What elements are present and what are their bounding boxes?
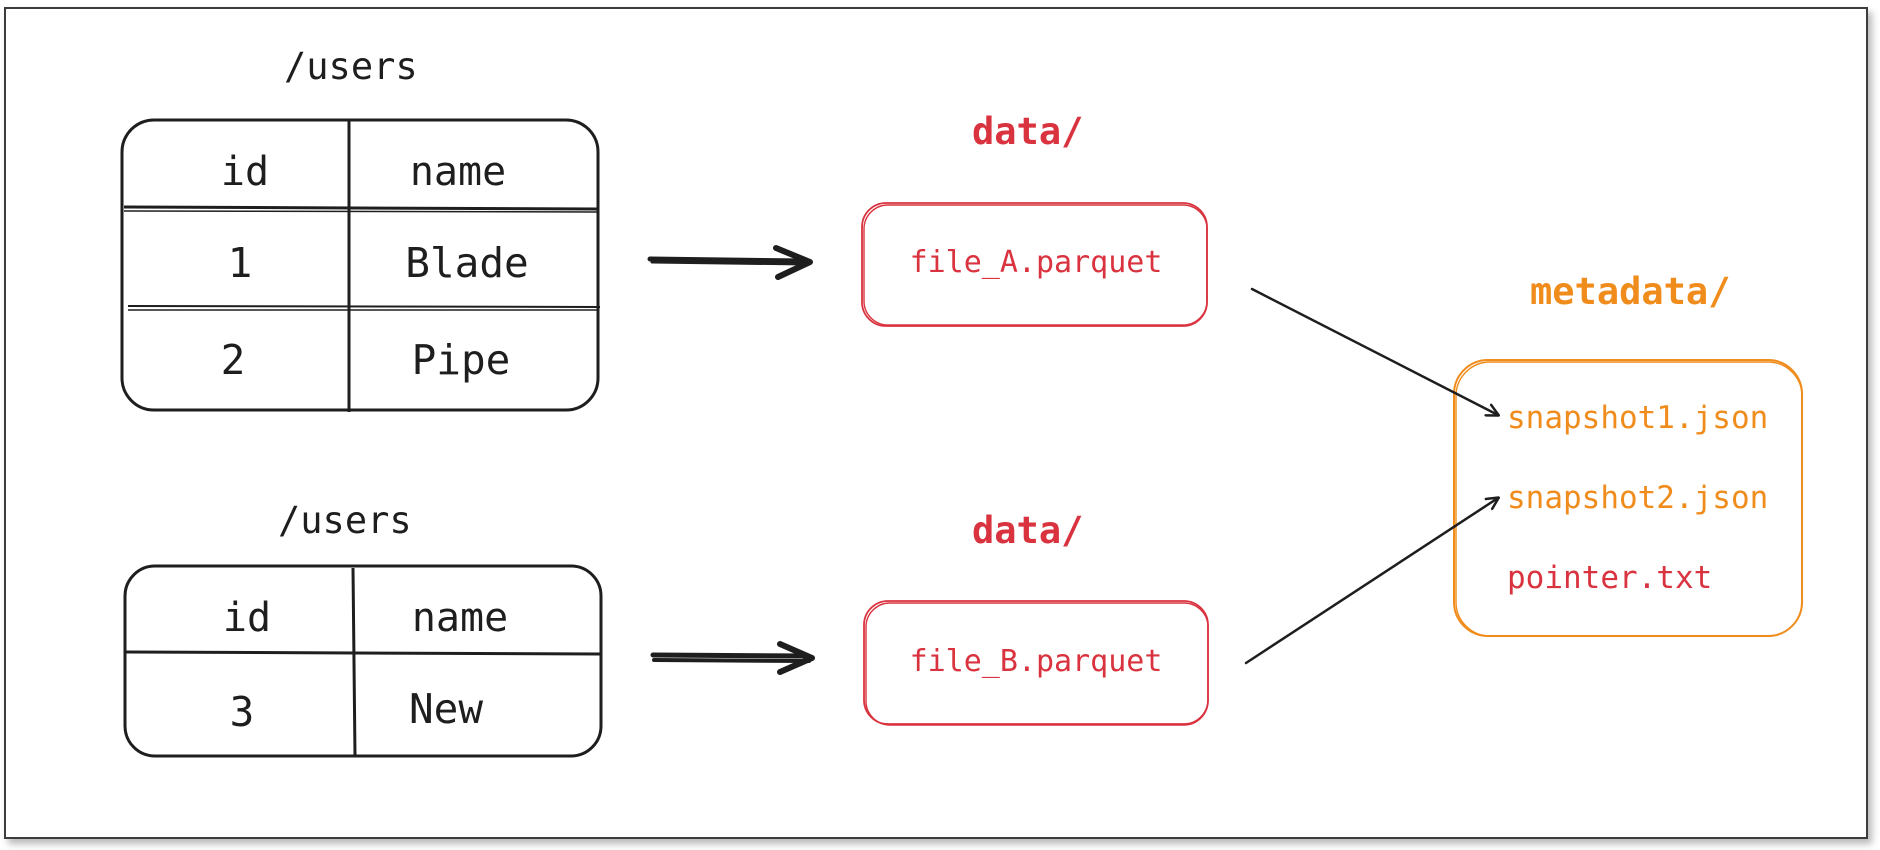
snapshot2-label: snapshot2.json: [1507, 480, 1769, 516]
arrow-bottom-table-to-data: [650, 641, 815, 675]
pointer-label: pointer.txt: [1507, 560, 1713, 596]
table-top: [120, 118, 601, 412]
table-top-cell-name: Blade: [405, 239, 529, 287]
table-bottom-path: /users: [278, 499, 412, 542]
table-top-path: /users: [284, 45, 418, 88]
file-b-label: file_B.parquet: [909, 644, 1163, 679]
table-bottom-col-divider: [351, 567, 357, 757]
table-bottom-border: [123, 564, 603, 758]
table-bottom-row-divider: [125, 650, 601, 656]
table-top-header-id: id: [220, 149, 270, 195]
table-top-cell-id: 1: [227, 239, 253, 287]
table-top-cell-id: 2: [220, 336, 246, 384]
data-folder-label-bottom: data/: [972, 509, 1084, 552]
table-top-border: [120, 118, 600, 412]
table-top-row-divider: [123, 205, 599, 211]
arrow-file-a-to-snapshot1: [1250, 287, 1498, 415]
metadata-folder-label: metadata/: [1530, 270, 1731, 313]
diagram-frame: [4, 7, 1868, 839]
data-box-bottom: [863, 600, 1209, 726]
data-folder-label-top: data/: [972, 110, 1084, 153]
table-bottom-header-id: id: [222, 595, 272, 641]
table-top-header-name: name: [409, 149, 507, 195]
metadata-box: [1453, 359, 1803, 637]
table-bottom-cell-id: 3: [229, 688, 255, 736]
arrow-file-b-to-snapshot2: [1244, 498, 1498, 665]
snapshot1-label: snapshot1.json: [1507, 400, 1769, 436]
file-a-label: file_A.parquet: [909, 245, 1163, 280]
table-bottom: [123, 564, 603, 758]
data-box-top: [861, 202, 1208, 327]
table-bottom-cell-name: New: [408, 685, 484, 733]
arrow-top-table-to-data: [647, 245, 813, 280]
table-top-row-divider: [127, 305, 601, 308]
table-bottom-header-name: name: [411, 595, 509, 641]
table-top-cell-name: Pipe: [411, 336, 511, 384]
